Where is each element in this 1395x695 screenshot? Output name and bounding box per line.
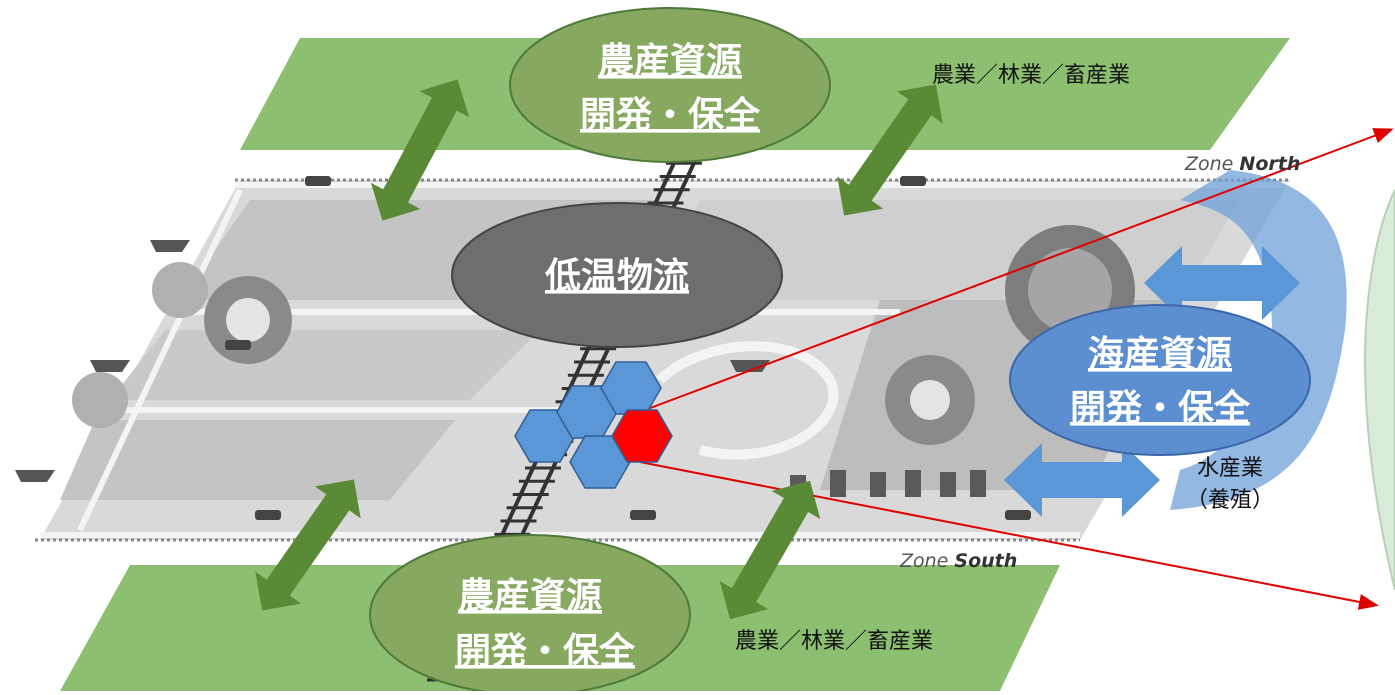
- truck-icon: [225, 176, 1031, 520]
- fishery-label-line1: 水産業: [1197, 456, 1263, 481]
- cold-chain-label: 低温物流: [545, 256, 689, 297]
- hexagon-cluster: [514, 361, 673, 489]
- zone-north-label: Zone North: [1184, 153, 1300, 175]
- double-arrow-icon: [837, 84, 943, 216]
- agri-top-line2: 開発・保全: [580, 94, 761, 136]
- double-arrow-icon: [719, 480, 821, 620]
- right-edge-circle: [1363, 189, 1395, 591]
- cold-chain-bubble: 低温物流: [451, 202, 783, 348]
- marine-bubble: 海産資源 開発・保全: [1009, 304, 1311, 456]
- hexagon-highlight: [611, 409, 673, 463]
- zone-south-label: Zone South: [899, 550, 1017, 572]
- marine-line2: 開発・保全: [1070, 387, 1251, 429]
- leader-line-bottom: [639, 461, 1379, 610]
- double-arrow-icon: [255, 479, 361, 611]
- industry-label-top: 農業／林業／畜産業: [932, 63, 1130, 88]
- sea-area: [1170, 170, 1347, 510]
- industry-label-bottom: 農業／林業／畜産業: [735, 629, 933, 654]
- double-arrow-icon: [370, 79, 470, 221]
- agri-bubble-top: 農産資源 開発・保全: [509, 7, 831, 163]
- fishery-label-line2: （養殖）: [1186, 488, 1274, 513]
- leader-line-top: [644, 128, 1394, 411]
- double-arrow-icon: [1004, 443, 1160, 517]
- agri-top-line1: 農産資源: [598, 41, 742, 82]
- agri-bottom-line2: 開発・保全: [455, 630, 636, 672]
- agri-bottom-line1: 農産資源: [458, 576, 602, 617]
- double-arrow-icon: [1144, 246, 1300, 320]
- agri-link-arrows: [255, 79, 943, 620]
- marine-link-arrows: [1004, 246, 1300, 517]
- agri-bubble-bottom: 農産資源 開発・保全: [369, 534, 691, 695]
- marine-line1: 海産資源: [1088, 334, 1232, 375]
